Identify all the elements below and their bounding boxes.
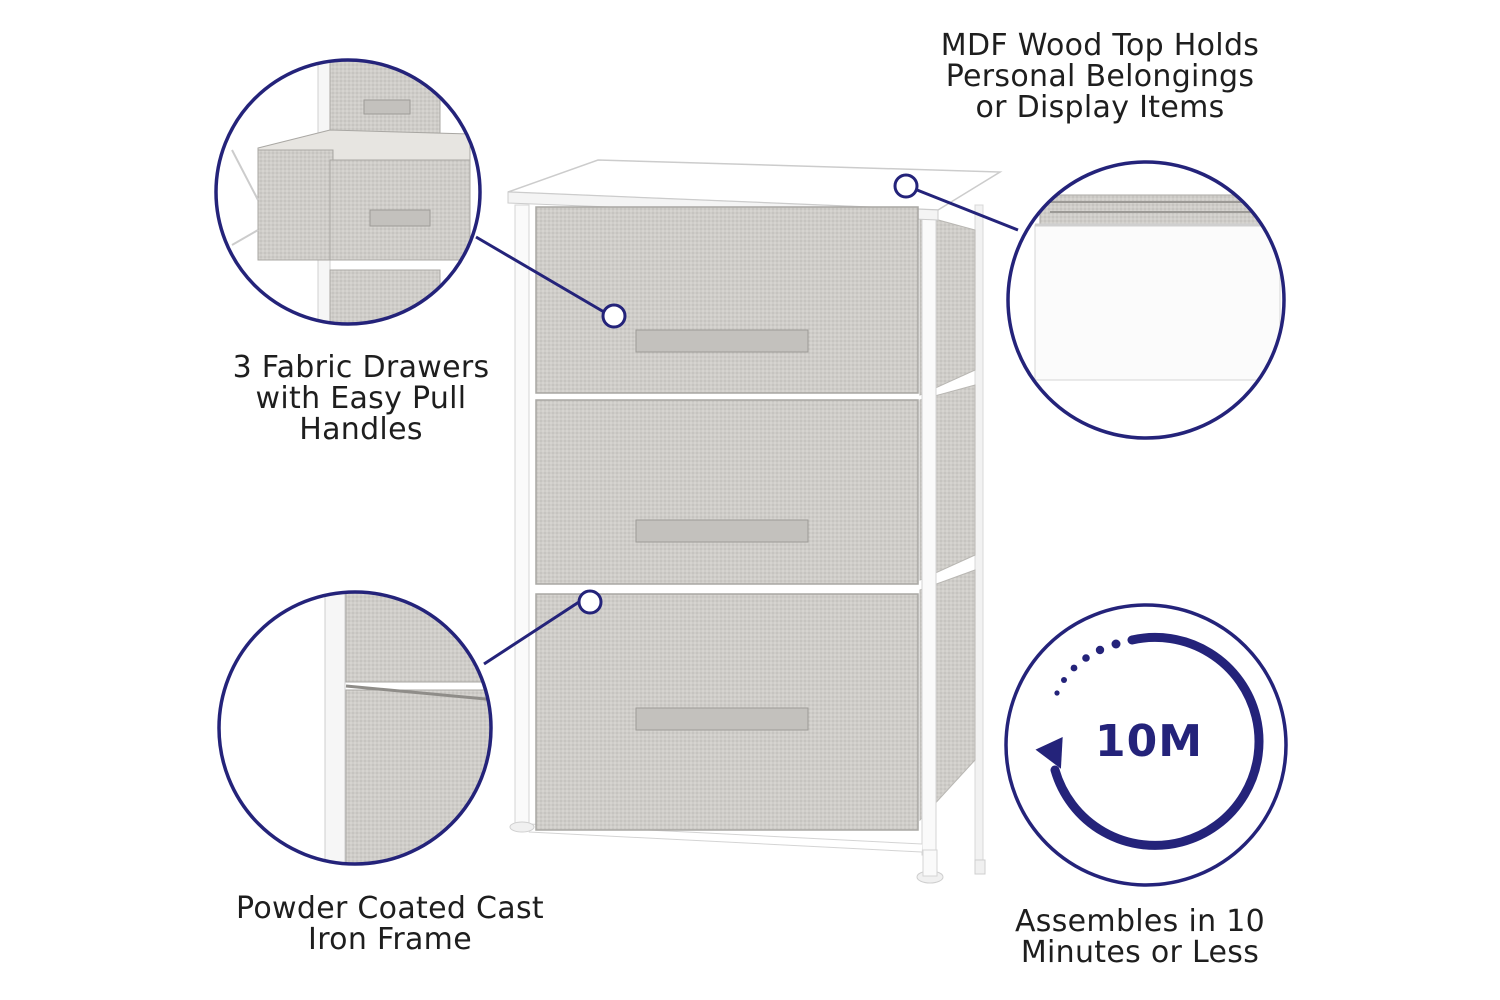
caption-assembly: Assembles in 10 Minutes or Less [1014, 904, 1266, 970]
caption-frame: Powder Coated Cast Iron Frame [236, 891, 544, 957]
caption-fabric-drawers: 3 Fabric Drawers with Easy Pull Handles [232, 350, 490, 447]
assembly-time-graphic [1004, 603, 1288, 887]
detail-circle-frame [217, 590, 493, 866]
callout-connectors [475, 186, 1019, 666]
detail-circle-top [1006, 160, 1286, 440]
dresser [507, 159, 1003, 884]
caption-mdf-top: MDF Wood Top Holds Personal Belongings o… [940, 28, 1260, 125]
assembly-badge-text: 10M [1094, 716, 1203, 767]
detail-circle-drawers [214, 58, 482, 326]
callout-dots [577, 173, 919, 615]
